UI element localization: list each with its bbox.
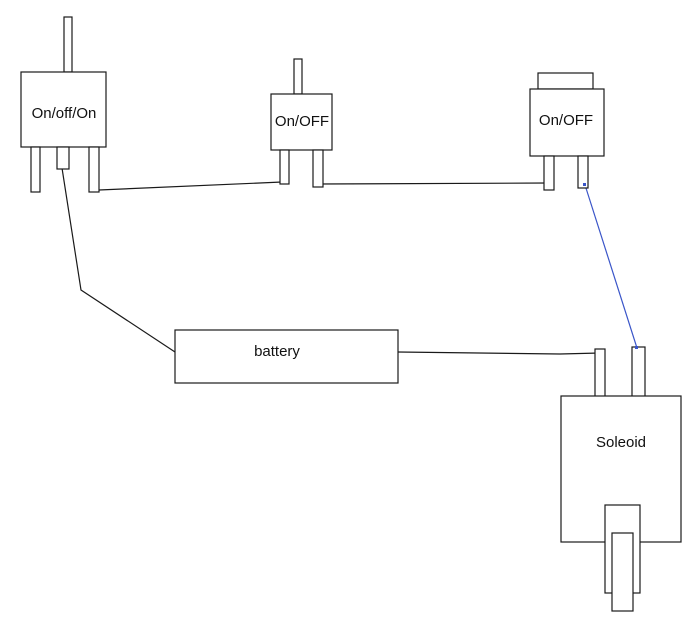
switch1-body [20,71,107,148]
battery-label: battery [254,343,300,360]
blue-wire-junction-top [583,183,586,186]
wires [61,167,638,355]
switch2-lever [293,58,303,95]
switch-on-off-right: On/OFF [529,72,605,191]
switch3-label: On/OFF [539,112,593,129]
switch2-terminal-left [279,149,290,185]
solenoid: Soleoid [560,346,682,612]
switch3-body [529,88,605,157]
switch2-body [270,93,333,151]
switch1-label: On/off/On [32,105,97,122]
solenoid-label: Soleoid [596,434,646,451]
battery-body [174,329,399,384]
switch-on-off-on: On/off/On [20,16,107,193]
solenoid-terminal-right [631,346,646,399]
switch2-terminal-right [312,149,324,188]
switch1-terminal-center [56,146,70,170]
switch3-lever [537,72,594,90]
wire-switch1-center-to-battery [61,167,176,353]
wire-switch2-to-switch3 [317,182,549,185]
switch1-terminal-left [30,146,41,193]
switch1-lever [63,16,73,73]
wire-battery-to-solenoid [397,351,601,355]
switch3-terminal-right [577,155,589,189]
wire-switch1-to-switch2 [98,181,283,191]
switch2-label: On/OFF [275,113,329,130]
solenoid-terminal-left [594,348,606,401]
battery: battery [174,329,399,384]
switch3-terminal-left [543,155,555,191]
solenoid-plunger-inner [611,532,634,612]
blue-wire-junction-bottom [635,346,638,349]
switch-on-off-middle: On/OFF [270,58,333,188]
wire-switch3-to-solenoid [584,184,638,349]
switch1-terminal-right [88,146,100,193]
